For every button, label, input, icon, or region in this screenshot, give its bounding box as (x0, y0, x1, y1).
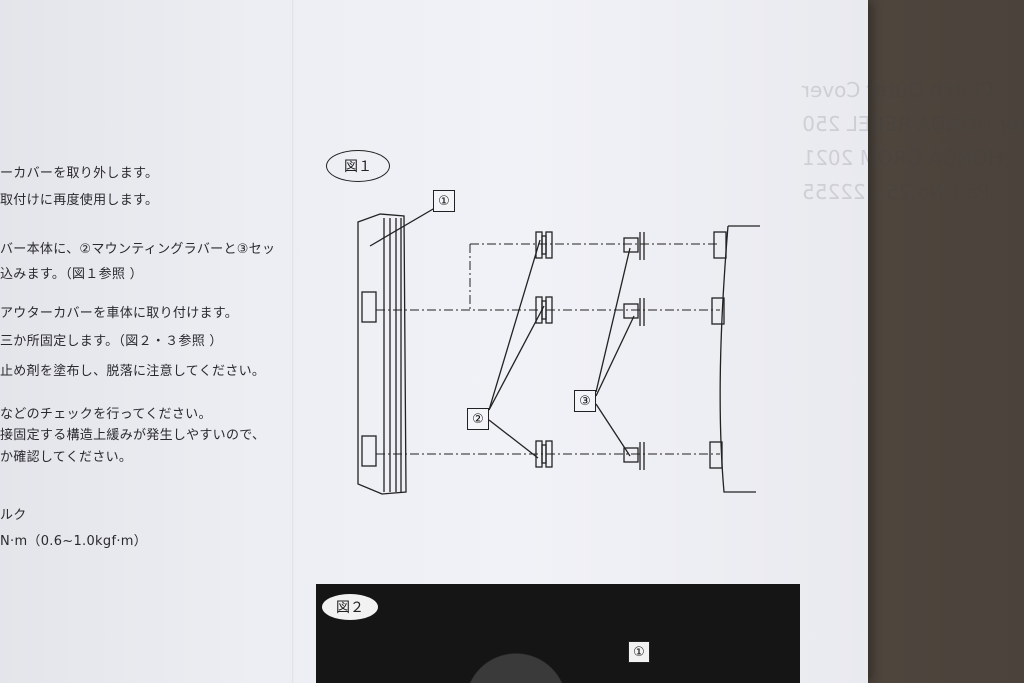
set-collar-middle (623, 298, 645, 326)
engine-case-profile (719, 225, 756, 493)
engine-boss-bottom (709, 441, 723, 469)
leader-2b (488, 305, 545, 411)
instruction-sheet: ーカバーを取り外します。 取付けに再度使用します。 バー本体に、②マウンティング… (0, 0, 868, 683)
cover-boss-upper (361, 291, 377, 323)
paper-fold (292, 0, 295, 683)
engine-boss-middle (711, 297, 725, 325)
instruction-line-12: N·m（0.6~1.0kgf·m） (0, 534, 148, 549)
instruction-line-10: か確認してください。 (0, 450, 133, 465)
leader-1 (369, 204, 441, 247)
outer-cover-outline (357, 213, 407, 495)
leader-3b (595, 315, 635, 397)
leader-2a (488, 239, 541, 411)
mounting-rubber-bottom (535, 440, 553, 468)
instruction-line-6: 三か所固定します。（図２・３参照 ） (0, 334, 223, 349)
figure-1-label: 図１ (326, 150, 390, 182)
instruction-line-4: 込みます。（図１参照 ） (0, 267, 143, 282)
instruction-line-1: ーカバーを取り外します。 (0, 166, 159, 181)
engine-boss-top (713, 231, 727, 259)
leader-3a (595, 247, 631, 393)
leader-2c (488, 419, 539, 459)
cover-boss-lower (361, 435, 377, 467)
set-collar-bottom (623, 442, 645, 470)
callout-2: ② (467, 408, 489, 430)
callout-1: ① (433, 190, 455, 212)
figure-2-callout-1: ① (628, 641, 650, 663)
instruction-line-2: 取付けに再度使用します。 (0, 193, 159, 208)
instruction-line-5: アウターカバーを車体に取り付けます。 (0, 306, 239, 321)
instruction-line-8: などのチェックを行ってください。 (0, 407, 212, 422)
instruction-line-11: ルク (0, 508, 27, 523)
set-collar-top (623, 232, 645, 260)
callout-3: ③ (574, 390, 596, 412)
instruction-line-9: 接固定する構造上緩みが発生しやすいので、 (0, 428, 266, 443)
leader-3c (595, 403, 631, 457)
mounting-rubber-top (535, 231, 553, 259)
figure-2-photo: 図２ ① (316, 584, 800, 683)
figure-2-label: 図２ (322, 594, 378, 620)
instruction-line-3: バー本体に、②マウンティングラバーと③セッ (0, 242, 276, 257)
instruction-line-7: 止め剤を塗布し、脱落に注意してください。 (0, 364, 266, 379)
